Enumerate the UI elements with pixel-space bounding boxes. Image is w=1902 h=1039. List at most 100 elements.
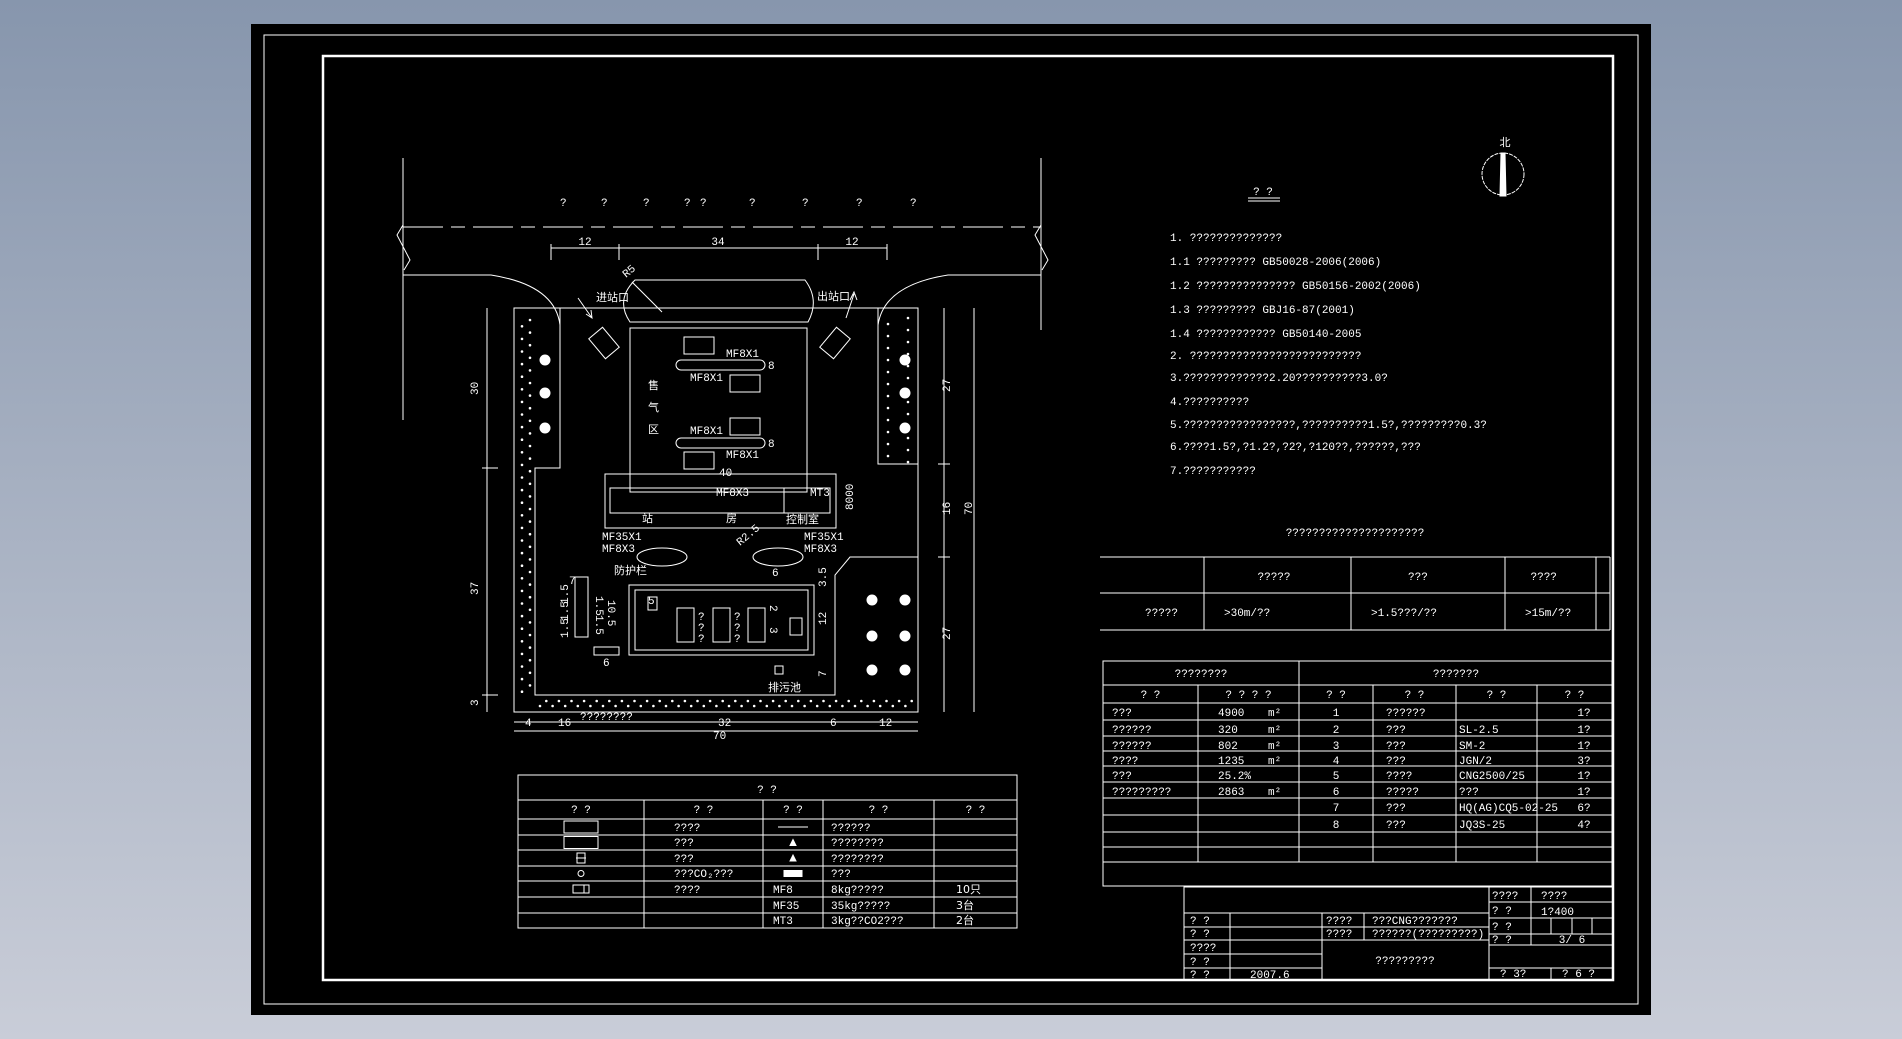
planting-dot bbox=[639, 704, 643, 708]
rect-symbol-icon bbox=[563, 836, 599, 849]
road-label: ? bbox=[643, 198, 650, 210]
sheet-index: ? 6 ? bbox=[1562, 969, 1595, 981]
sales-area bbox=[629, 327, 808, 493]
equipment-name: ???? bbox=[1386, 771, 1412, 783]
planting-dot bbox=[910, 699, 914, 703]
note-line: 1. ?????????????? bbox=[1170, 233, 1282, 245]
table-header: ? ? bbox=[1487, 690, 1507, 702]
legend-name: 8kg????? bbox=[831, 885, 884, 897]
equipment-no: 2 bbox=[1333, 725, 1340, 737]
title-block-label: ???? bbox=[1492, 891, 1518, 903]
equipment-no: 7 bbox=[1333, 803, 1340, 815]
planting-dot bbox=[906, 328, 910, 332]
dim-label: 70 bbox=[713, 731, 726, 743]
planting-dot bbox=[906, 340, 910, 344]
extinguisher-label: MF8X1 bbox=[690, 373, 723, 385]
dim-label: 10.5 bbox=[604, 600, 616, 626]
legend-code: MF35 bbox=[773, 901, 799, 913]
outer-border bbox=[263, 34, 1639, 1005]
dim-label: 6 bbox=[830, 718, 837, 730]
dim-label: 32 bbox=[718, 718, 731, 730]
planting-dot bbox=[815, 704, 819, 708]
planting-dot bbox=[886, 406, 890, 410]
planting-dot bbox=[906, 436, 910, 440]
car-icon bbox=[588, 326, 620, 360]
legend-title: ? ? bbox=[757, 785, 777, 797]
planting-dot bbox=[652, 704, 655, 708]
planting-dot bbox=[528, 658, 532, 662]
planting-dot bbox=[645, 699, 649, 703]
legend-name: ???? bbox=[674, 885, 700, 897]
dim-label: 1.5 bbox=[592, 596, 604, 616]
planting-symbol-icon bbox=[563, 820, 599, 834]
dim-label: 16 bbox=[558, 718, 571, 730]
drawing-stroke bbox=[609, 487, 831, 514]
planting-dot bbox=[906, 448, 910, 452]
equipment-qty: 1? bbox=[1577, 741, 1590, 753]
extinguisher-label: MF8X3 bbox=[602, 544, 635, 556]
drawing-stroke bbox=[1499, 152, 1507, 197]
planting-dot bbox=[620, 699, 624, 703]
title-block-label: ? ? bbox=[1492, 906, 1512, 918]
title-block-label: ???? bbox=[1190, 943, 1216, 955]
planting-dot bbox=[528, 595, 532, 599]
planting-dot bbox=[906, 400, 910, 404]
table-header: ? ? bbox=[1141, 690, 1161, 702]
spacing-header: ??? bbox=[1408, 572, 1428, 584]
table-title: ??????? bbox=[1433, 669, 1479, 681]
planting-dot bbox=[520, 539, 524, 542]
sheet-number: 3/ 6 bbox=[1559, 935, 1585, 947]
legend-qty: 10只 bbox=[956, 883, 981, 896]
road-label: ? bbox=[684, 198, 691, 210]
planting-dot bbox=[803, 704, 806, 708]
planting-dot bbox=[528, 507, 532, 511]
planting-dot bbox=[746, 699, 750, 703]
tree-icon bbox=[899, 630, 911, 642]
extinguisher-label: MF8X3 bbox=[716, 488, 749, 500]
planting-dot bbox=[886, 334, 890, 338]
planting-dot bbox=[683, 699, 687, 703]
road-label: ? bbox=[910, 198, 917, 210]
planting-dot bbox=[906, 352, 910, 356]
planting-dot bbox=[520, 362, 524, 366]
planting-dot bbox=[520, 640, 524, 643]
title-block: ? ?? ?????? ?? ?2007.6???????CNG????????… bbox=[1183, 886, 1614, 982]
dim-label: 34 bbox=[711, 237, 725, 249]
dim-label: 12 bbox=[578, 237, 591, 249]
dispenser-a bbox=[675, 359, 766, 371]
legend-name: ??? bbox=[674, 854, 694, 866]
planting-dot bbox=[570, 699, 573, 703]
dim-label: 6 bbox=[772, 568, 779, 580]
area-unit: m² bbox=[1268, 708, 1281, 720]
break-mark-left bbox=[396, 224, 411, 271]
planting-dot bbox=[520, 375, 524, 379]
planting-dot bbox=[671, 699, 674, 703]
planting-dot bbox=[520, 677, 524, 681]
planting-dot bbox=[784, 699, 788, 703]
area-name: ??? bbox=[1112, 708, 1132, 720]
planting-dot bbox=[906, 316, 910, 320]
planting-dot bbox=[765, 704, 769, 708]
table-border bbox=[517, 774, 1018, 929]
planting-dot bbox=[866, 704, 869, 708]
notes-title: ? ? bbox=[1253, 187, 1273, 199]
equipment-model: CNG2500/25 bbox=[1459, 771, 1525, 783]
table-title: ???????? bbox=[1175, 669, 1228, 681]
planting-dot bbox=[897, 699, 901, 703]
dim-label: 12 bbox=[879, 718, 892, 730]
dim-label: 12 bbox=[845, 237, 858, 249]
extinguisher-label: MF8X3 bbox=[804, 544, 837, 556]
area-value: 1235 bbox=[1218, 756, 1244, 768]
table-border bbox=[1102, 660, 1613, 887]
spacing-cell: ????? bbox=[1145, 608, 1178, 620]
compressor-icon bbox=[647, 596, 658, 611]
planting-dot bbox=[689, 704, 693, 708]
planting-dot bbox=[551, 704, 554, 708]
dim-label: 3 bbox=[470, 699, 482, 706]
planting-dot bbox=[885, 699, 888, 703]
planting-dot bbox=[520, 476, 524, 479]
planting-dot bbox=[886, 346, 890, 350]
planting-dot bbox=[528, 444, 532, 448]
planting-dot bbox=[520, 577, 524, 580]
extinguisher-label: MT3 bbox=[810, 488, 830, 500]
